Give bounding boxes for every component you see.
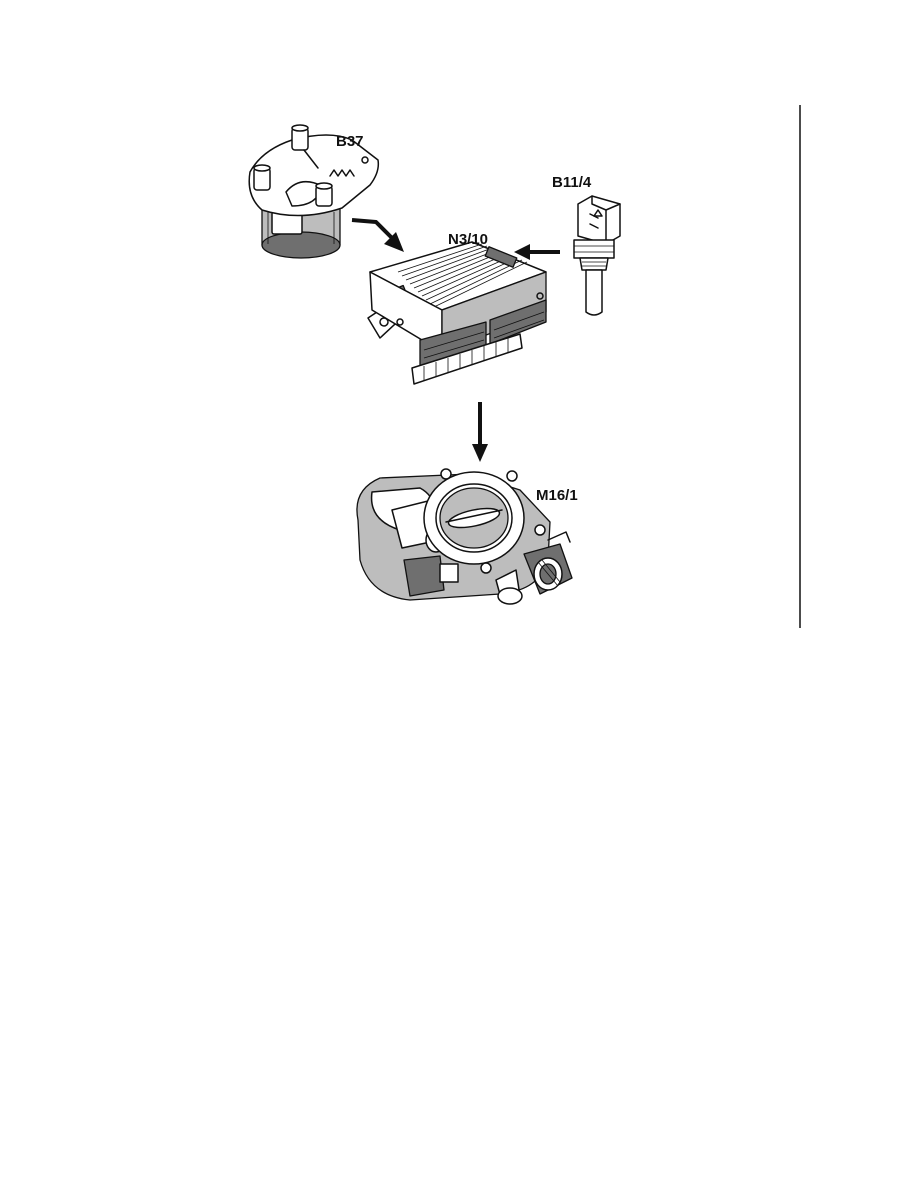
arrow-b37-to-n3-10	[351, 218, 404, 252]
arrow-b11-4-to-n3-10	[514, 244, 560, 260]
n3-10-control-unit	[367, 241, 547, 385]
label-b11-4: B11/4	[552, 174, 592, 191]
label-n3-10: N3/10	[448, 231, 488, 248]
arrow-n3-10-to-m16-1	[472, 402, 488, 462]
label-b37: B37	[336, 133, 364, 150]
b37-pedal-sensor	[248, 124, 380, 259]
label-m16-1: M16/1	[536, 487, 578, 504]
m16-1-throttle-actuator	[356, 468, 573, 605]
b11-4-temperature-sensor	[573, 195, 621, 316]
